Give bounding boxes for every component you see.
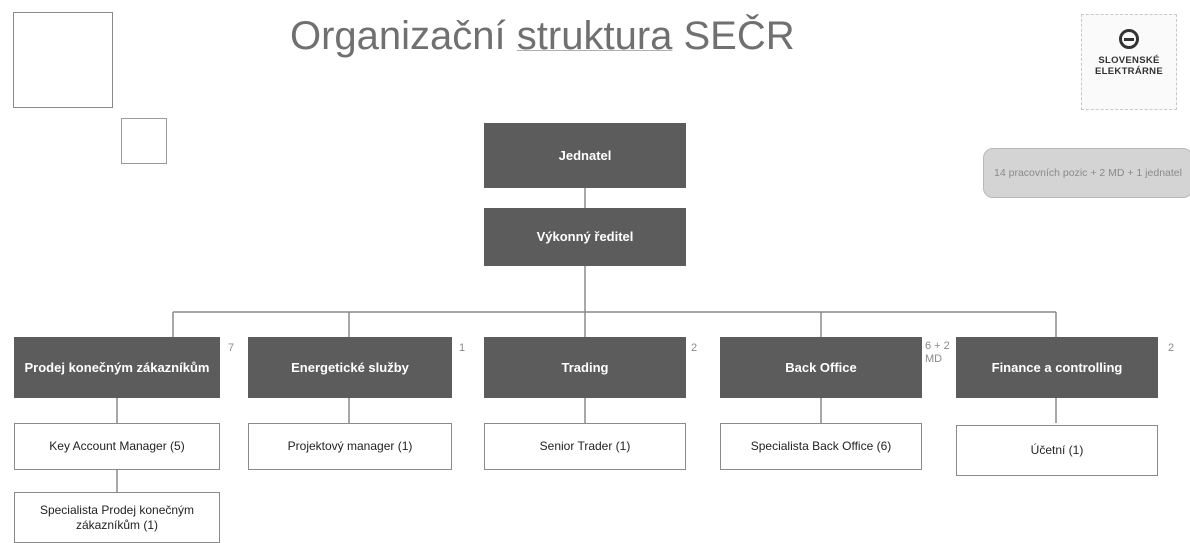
dept-box-finance: Finance a controlling: [956, 337, 1158, 398]
page-title: Organizační struktura SEČR: [290, 14, 890, 59]
company-logo: SLOVENSKÉ ELEKTRÁRNE: [1081, 14, 1177, 110]
org-box-vykonny-reditel: Výkonný ředitel: [484, 208, 686, 266]
empty-frame-small: [121, 118, 167, 164]
empty-frame-large: [13, 12, 113, 108]
dept-count-back-office: 6 + 2 MD: [925, 340, 950, 365]
role-box-specialista-back-office: Specialista Back Office (6): [720, 423, 922, 470]
dept-box-prodej: Prodej konečným zákazníkům: [14, 337, 220, 398]
logo-line-2: ELEKTRÁRNE: [1095, 66, 1163, 77]
role-box-key-account-manager: Key Account Manager (5): [14, 423, 220, 470]
title-prefix: Organizační: [290, 14, 517, 58]
role-box-specialista-prodej: Specialista Prodej konečným zákazníkům (…: [14, 492, 220, 543]
logo-line-1: SLOVENSKÉ: [1098, 55, 1160, 66]
role-box-senior-trader: Senior Trader (1): [484, 423, 686, 470]
dept-count-trading: 2: [691, 342, 698, 354]
dept-count-finance: 2: [1168, 342, 1175, 354]
role-box-projektovy-manager: Projektový manager (1): [248, 423, 452, 470]
dept-count-energeticke-sluzby: 1: [459, 342, 466, 354]
org-box-jednatel: Jednatel: [484, 123, 686, 188]
title-underlined: struktura: [516, 14, 673, 58]
title-suffix: SEČR: [672, 14, 795, 58]
dept-box-energeticke-sluzby: Energetické služby: [248, 337, 452, 398]
dept-box-back-office: Back Office: [720, 337, 922, 398]
dept-box-trading: Trading: [484, 337, 686, 398]
slovenske-elektrarne-logo-icon: [1119, 29, 1139, 49]
headcount-note: 14 pracovních pozic + 2 MD + 1 jednatel: [983, 148, 1190, 198]
role-box-ucetni: Účetní (1): [956, 425, 1158, 476]
dept-count-prodej: 7: [228, 342, 235, 354]
